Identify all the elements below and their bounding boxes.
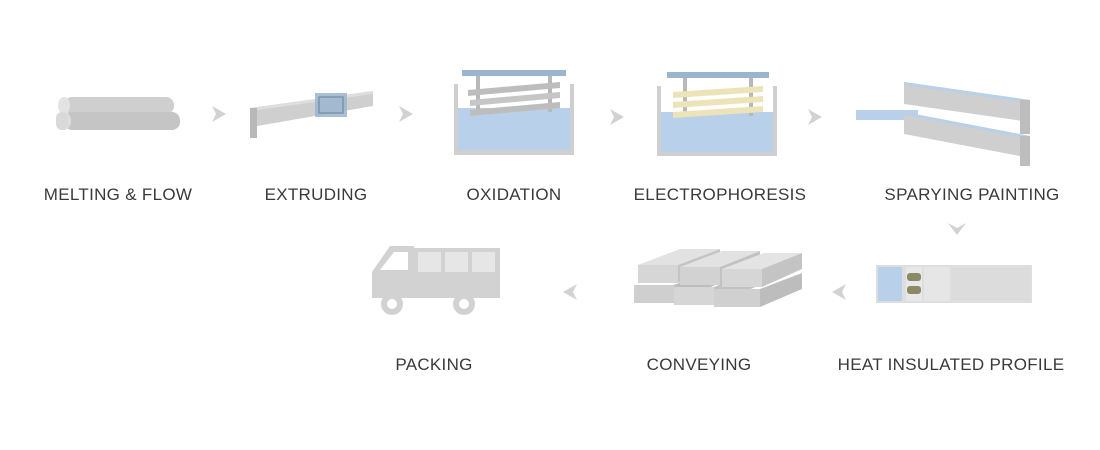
step-label-electrophoresis: ELECTROPHORESIS <box>633 185 807 204</box>
step-label-extruding: EXTRUDING <box>264 185 368 204</box>
oxidation-tank-icon <box>454 70 574 155</box>
step-label-spraying: SPARYING PAINTING <box>884 185 1060 204</box>
step-label-oxidation: OXIDATION <box>466 185 562 204</box>
arrow-right-icon <box>610 109 624 125</box>
heat-insulated-profile-icon <box>876 265 1032 303</box>
step-label-conveying: CONVEYING <box>646 355 752 374</box>
spray-painting-icon <box>856 82 1030 166</box>
step-label-packing: PACKING <box>395 355 473 374</box>
arrow-down-icon <box>948 223 966 235</box>
extrusion-profile-icon <box>250 91 373 138</box>
electrophoresis-tank-icon <box>657 72 777 156</box>
billets-icon <box>56 97 180 130</box>
arrow-right-icon <box>212 106 226 122</box>
arrow-right-icon <box>808 109 822 125</box>
step-label-heat-insulated: HEAT INSULATED PROFILE <box>837 355 1065 374</box>
truck-icon <box>372 246 500 315</box>
step-label-melting: MELTING & FLOW <box>43 185 193 204</box>
arrow-left-icon <box>563 284 577 300</box>
stacked-profiles-icon <box>634 249 802 307</box>
arrow-right-icon <box>399 106 413 122</box>
arrow-left-icon <box>832 284 846 300</box>
